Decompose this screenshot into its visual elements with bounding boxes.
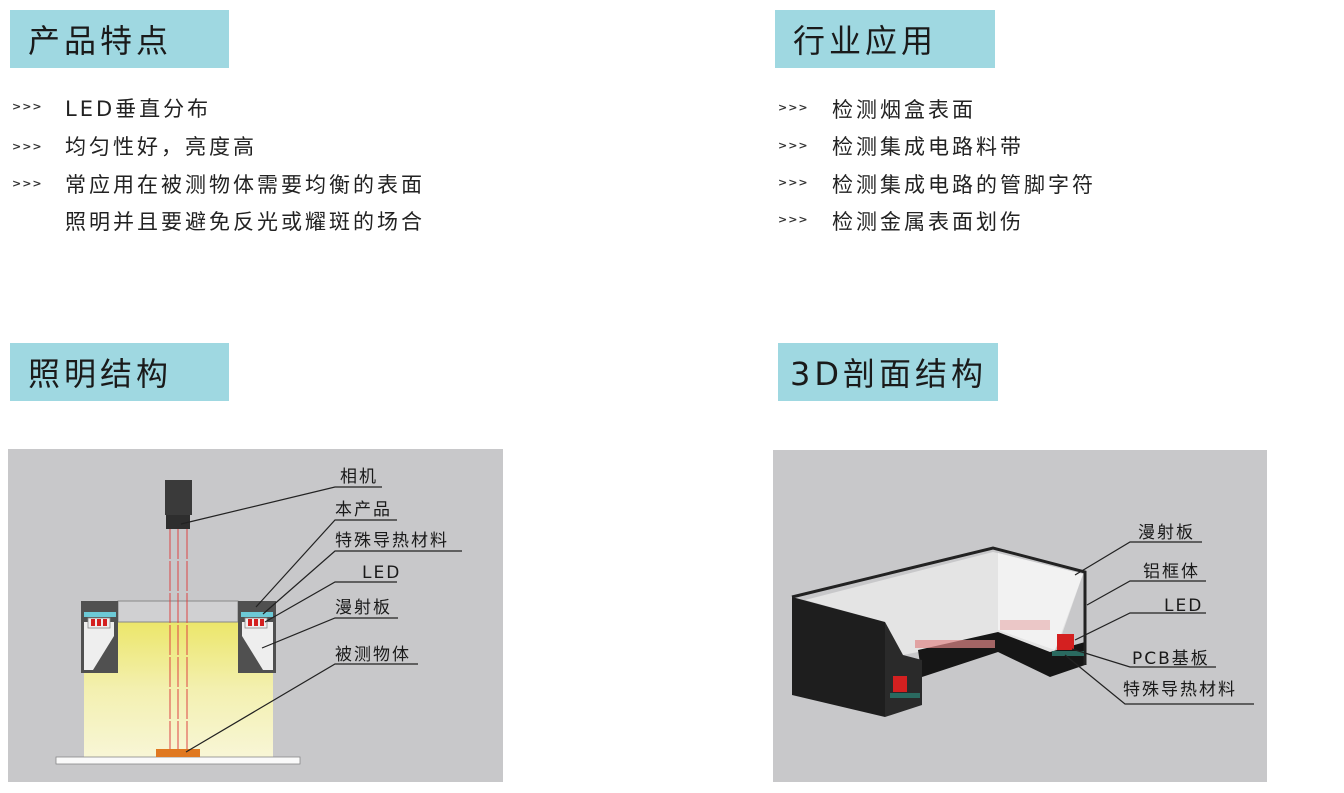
label-product: 本产品 (335, 500, 392, 520)
feature-item: 均匀性好，亮度高 (65, 135, 257, 159)
housing-top-edge (791, 546, 1087, 665)
label-aluminum-frame: 铝框体 (1143, 562, 1200, 582)
label-pcb: PCB基板 (1132, 649, 1210, 669)
applications-header: 行业应用 (775, 10, 995, 68)
section-3d-diagram: 漫射板 铝框体 LED PCB基板 特殊导热材料 (773, 450, 1267, 782)
bullet-arrow-icon: >>> (778, 176, 809, 189)
bullet-arrow-icon: >>> (12, 140, 43, 153)
lighting-structure-diagram: 相机 本产品 特殊导热材料 LED 漫射板 被测物体 (8, 449, 503, 782)
label-test-object: 被测物体 (335, 645, 411, 665)
leader-lines (1064, 541, 1254, 705)
label-led: LED (362, 563, 401, 583)
base-plate (55, 756, 301, 765)
bullet-arrow-icon: >>> (778, 213, 809, 226)
features-header: 产品特点 (10, 10, 229, 68)
application-item: 检测集成电路的管脚字符 (832, 173, 1096, 197)
pcb-board (1052, 651, 1084, 656)
bullet-arrow-icon: >>> (778, 139, 809, 152)
housing-end-face (792, 597, 885, 717)
lighting-structure-header: 照明结构 (10, 343, 229, 401)
application-item: 检测集成电路料带 (832, 135, 1024, 159)
label-diffuser: 漫射板 (1138, 523, 1195, 543)
bullet-arrow-icon: >>> (12, 177, 43, 190)
led-right (1057, 634, 1074, 650)
right-housing (238, 601, 276, 673)
application-item: 检测烟盒表面 (832, 98, 976, 122)
test-object (156, 749, 200, 757)
label-camera: 相机 (340, 467, 378, 487)
leader-lines (180, 486, 462, 753)
bullet-arrow-icon: >>> (12, 100, 43, 113)
bullet-arrow-icon: >>> (778, 101, 809, 114)
application-item: 检测金属表面划伤 (832, 210, 1024, 234)
label-diffuser: 漫射板 (335, 598, 392, 618)
label-led: LED (1164, 596, 1203, 616)
label-thermal-material: 特殊导热材料 (335, 531, 449, 551)
left-housing (81, 601, 118, 673)
led-left (893, 676, 907, 692)
camera-icon (165, 480, 192, 529)
feature-item: 常应用在被测物体需要均衡的表面 (65, 173, 425, 197)
section-3d-header: 3D剖面结构 (778, 343, 998, 401)
feature-item: LED垂直分布 (65, 97, 212, 121)
light-rays (169, 529, 188, 750)
label-thermal-material: 特殊导热材料 (1123, 680, 1237, 700)
led-row (915, 620, 1050, 648)
feature-item: 照明并且要避免反光或耀斑的场合 (65, 210, 425, 234)
